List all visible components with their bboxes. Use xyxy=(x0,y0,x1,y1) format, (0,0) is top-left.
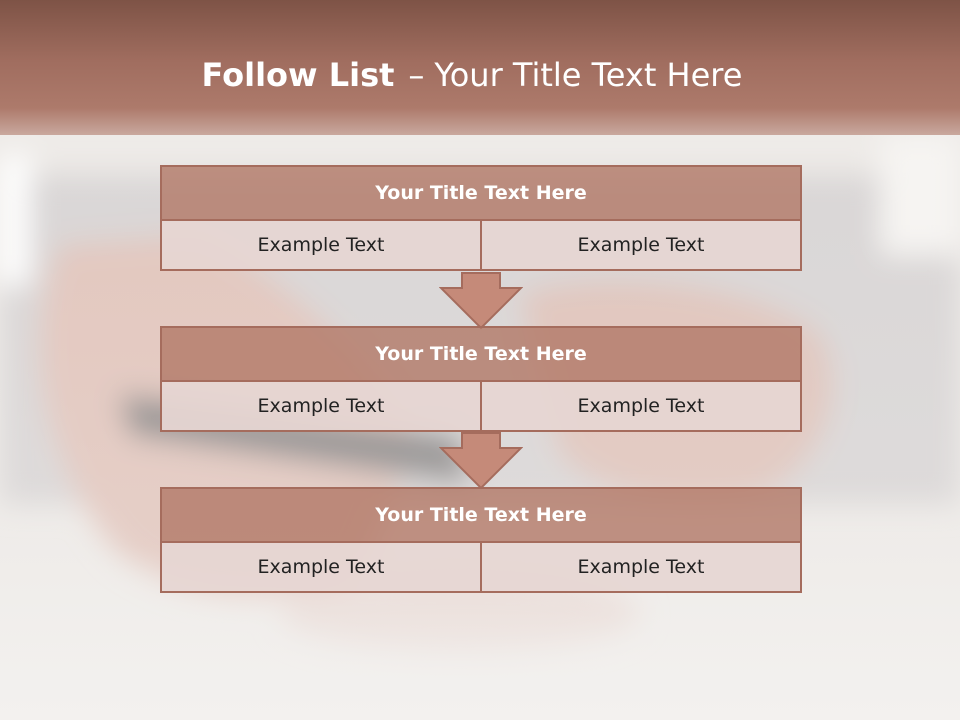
list-block-1: Your Title Text Here Example Text Exampl… xyxy=(160,165,802,271)
block-cell-right: Example Text xyxy=(482,382,802,432)
block-cell-right: Example Text xyxy=(482,543,802,593)
block-title: Your Title Text Here xyxy=(160,326,802,382)
block-cell-right: Example Text xyxy=(482,221,802,271)
down-arrow-icon xyxy=(439,432,523,490)
title-bold-part: Follow List xyxy=(201,56,395,94)
block-cell-left: Example Text xyxy=(160,221,482,271)
title-rest: Your Title Text Here xyxy=(434,56,743,94)
block-cell-left: Example Text xyxy=(160,543,482,593)
block-title: Your Title Text Here xyxy=(160,487,802,543)
list-block-3: Your Title Text Here Example Text Exampl… xyxy=(160,487,802,593)
slide-title: Follow List–Your Title Text Here xyxy=(0,56,944,94)
title-dash: – xyxy=(408,56,425,94)
block-cell-left: Example Text xyxy=(160,382,482,432)
down-arrow-icon xyxy=(439,272,523,330)
block-title: Your Title Text Here xyxy=(160,165,802,221)
list-block-2: Your Title Text Here Example Text Exampl… xyxy=(160,326,802,432)
